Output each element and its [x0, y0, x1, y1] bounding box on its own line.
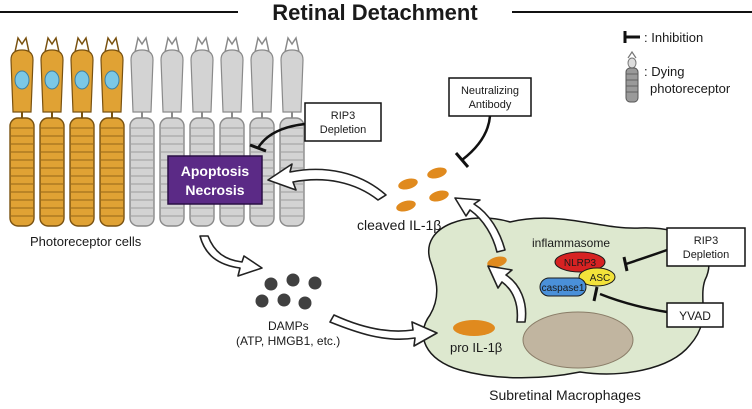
- caspase1-label: caspase1: [542, 283, 585, 294]
- rip3-top-inhibition-line: [256, 122, 306, 149]
- yvad-inhibition-bar: [592, 286, 599, 302]
- nlrp3-label: NLRP3: [564, 258, 597, 269]
- rip3-depletion-top-box: RIP3 Depletion: [304, 102, 382, 142]
- yvad-inhibition-line: [599, 292, 668, 314]
- rip3-right-label-1: RIP3: [694, 235, 718, 247]
- healthy-photoreceptor: [39, 36, 65, 227]
- yvad-box: YVAD: [666, 302, 724, 328]
- il1b-fragment: [427, 167, 447, 179]
- page-title: Retinal Detachment: [272, 0, 478, 25]
- damps-cluster: [255, 273, 322, 310]
- arrow-il1b-to-apoptosis: [267, 163, 387, 201]
- neutralizing-antibody-box: Neutralizing Antibody: [448, 77, 532, 117]
- inflammasome-complex: NLRP3 ASC caspase1: [539, 251, 616, 297]
- title-group: Retinal Detachment: [0, 0, 752, 25]
- neutralizing-label-2: Antibody: [469, 99, 512, 111]
- inhibition-symbol-icon: [623, 31, 640, 43]
- rip3-right-inhibition-bar: [622, 256, 629, 272]
- caspase1-protein: [539, 277, 587, 297]
- il1b-fragment: [396, 200, 416, 212]
- legend-dying-label-1: : Dying: [644, 64, 684, 79]
- rip3-top-label-2: Depletion: [320, 124, 366, 136]
- cleaved-il1b-fragments: [396, 167, 449, 212]
- photoreceptor-cells: [9, 36, 305, 227]
- nucleus-icon: [74, 70, 90, 90]
- healthy-photoreceptor: [99, 36, 125, 227]
- damp-particle: [277, 293, 291, 307]
- dying-photoreceptor: [129, 36, 155, 227]
- arrow-pro-to-cleaved: [487, 265, 527, 323]
- healthy-photoreceptor: [9, 36, 35, 227]
- il1b-fragment: [398, 178, 418, 190]
- damp-particle: [308, 276, 322, 290]
- cleaved-il1b-label: cleaved IL-1β: [357, 217, 441, 233]
- macrophage-nucleus: [522, 311, 634, 369]
- legend-inhibition-label: : Inhibition: [644, 30, 703, 45]
- damp-particle: [264, 277, 278, 291]
- arrow-cells-to-damps: [199, 235, 263, 277]
- rip3-right-label-2: Depletion: [683, 249, 729, 261]
- rip3-top-inhibition-bar: [249, 143, 267, 153]
- inflammasome-label: inflammasome: [532, 236, 610, 250]
- dying-photoreceptor-icon: [625, 50, 639, 103]
- subretinal-macrophages-label: Subretinal Macrophages: [489, 387, 641, 403]
- il1b-fragment: [429, 190, 449, 202]
- pro-il1b-label: pro IL-1β: [450, 340, 502, 355]
- damp-particle: [255, 294, 269, 308]
- arrow-macrophage-to-cleaved: [454, 197, 506, 253]
- apoptosis-label: Apoptosis: [181, 163, 250, 179]
- damps-label: DAMPs: [268, 319, 309, 333]
- damp-particle: [286, 273, 300, 287]
- yvad-label: YVAD: [679, 309, 711, 323]
- nlrp3-protein: [554, 251, 606, 273]
- photoreceptor-cells-label: Photoreceptor cells: [30, 234, 142, 249]
- nucleus-icon: [104, 70, 120, 90]
- pro-il1b-molecule: [453, 320, 495, 336]
- arrows: [199, 163, 527, 347]
- legend-dying-label-2: photoreceptor: [650, 81, 731, 96]
- neutralizing-inhibition-bar: [454, 152, 470, 168]
- legend: : Inhibition : Dying photoreceptor: [623, 30, 731, 103]
- dying-photoreceptor: [279, 36, 305, 227]
- il1b-fragment-inner: [487, 256, 507, 268]
- rip3-depletion-right-box: RIP3 Depletion: [666, 227, 746, 267]
- arrow-damps-to-macrophage: [329, 314, 438, 347]
- asc-label: ASC: [590, 273, 611, 284]
- asc-protein: [578, 267, 616, 287]
- rip3-right-inhibition-line: [625, 248, 668, 266]
- neutralizing-inhibition-line: [461, 115, 492, 161]
- damp-particle: [298, 296, 312, 310]
- apoptosis-necrosis-box: Apoptosis Necrosis: [167, 155, 263, 205]
- nucleus-icon: [44, 70, 60, 90]
- necrosis-label: Necrosis: [185, 182, 244, 198]
- nucleus-icon: [14, 70, 30, 90]
- damps-examples-label: (ATP, HMGB1, etc.): [236, 334, 340, 348]
- healthy-photoreceptor: [69, 36, 95, 227]
- neutralizing-label-1: Neutralizing: [461, 85, 519, 97]
- rip3-top-label-1: RIP3: [331, 110, 355, 122]
